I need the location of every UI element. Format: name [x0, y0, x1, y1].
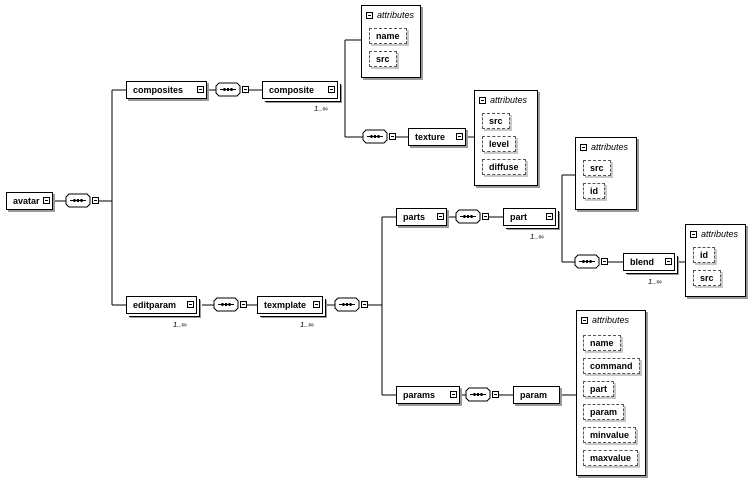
element-params-label: params [403, 390, 436, 400]
attribute-minvalue[interactable]: minvalue [583, 427, 637, 443]
cardinality-blend: 1..∞ [648, 277, 662, 286]
attribute-name[interactable]: name [583, 335, 621, 351]
sequence-compositor-parts[interactable] [455, 209, 489, 224]
expand-collapse-icon[interactable] [437, 213, 444, 220]
sequence-compositor-composite[interactable] [362, 129, 396, 144]
attribute-level[interactable]: level [482, 136, 517, 152]
expand-collapse-icon[interactable] [197, 86, 204, 93]
attribute-src[interactable]: src [482, 113, 510, 129]
sequence-compositor-part[interactable] [574, 254, 608, 269]
collapse-icon[interactable] [479, 97, 486, 104]
expand-collapse-icon[interactable] [546, 213, 553, 220]
expand-collapse-icon[interactable] [665, 258, 672, 265]
collapse-icon[interactable] [366, 12, 373, 19]
attribute-id[interactable]: id [693, 247, 715, 263]
expand-collapse-icon[interactable] [450, 391, 457, 398]
sequence-compositor-params[interactable] [465, 387, 499, 402]
expand-collapse-icon[interactable] [187, 301, 194, 308]
attributes-header-label: attributes [592, 315, 630, 325]
element-editparam[interactable]: editparam [126, 296, 197, 314]
cardinality-part: 1..∞ [530, 232, 544, 241]
sequence-compositor-editparam[interactable] [213, 297, 247, 312]
element-parts-label: parts [403, 212, 426, 222]
attribute-src[interactable]: src [369, 51, 397, 67]
attributes-header[interactable]: attributes [366, 10, 414, 20]
element-texmplate-label: texmplate [264, 300, 307, 310]
attribute-src[interactable]: src [693, 270, 721, 286]
element-composite[interactable]: composite [262, 81, 338, 99]
attributes-header-label: attributes [490, 95, 528, 105]
attributes-header[interactable]: attributes [581, 315, 629, 325]
attributes-param: attributes name command part param minva… [576, 310, 646, 476]
attributes-texture: attributes src level diffuse [474, 90, 538, 186]
collapse-icon[interactable] [581, 317, 588, 324]
cardinality-editparam: 1..∞ [173, 320, 187, 329]
expand-collapse-icon[interactable] [43, 197, 50, 204]
element-blend[interactable]: blend [623, 253, 675, 271]
attributes-header[interactable]: attributes [690, 229, 738, 239]
attributes-part: attributes src id [575, 137, 637, 210]
element-param-label: param [520, 390, 548, 400]
attribute-param[interactable]: param [583, 404, 625, 420]
cardinality-texmplate: 1..∞ [300, 320, 314, 329]
attribute-command[interactable]: command [583, 358, 640, 374]
collapse-icon[interactable] [690, 231, 697, 238]
element-editparam-label: editparam [133, 300, 177, 310]
element-parts[interactable]: parts [396, 208, 447, 226]
element-params[interactable]: params [396, 386, 460, 404]
attribute-maxvalue[interactable]: maxvalue [583, 450, 639, 466]
element-texture[interactable]: texture [408, 128, 466, 146]
attribute-name[interactable]: name [369, 28, 407, 44]
element-composites[interactable]: composites [126, 81, 207, 99]
element-texture-label: texture [415, 132, 446, 142]
attribute-src[interactable]: src [583, 160, 611, 176]
expand-collapse-icon[interactable] [313, 301, 320, 308]
attributes-composite: attributes name src [361, 5, 421, 78]
element-composites-label: composites [133, 85, 184, 95]
attributes-blend: attributes id src [685, 224, 746, 297]
attributes-header-label: attributes [701, 229, 739, 239]
element-param[interactable]: param [513, 386, 560, 404]
element-composite-label: composite [269, 85, 315, 95]
element-blend-label: blend [630, 257, 654, 267]
attributes-header-label: attributes [591, 142, 629, 152]
sequence-compositor-composites[interactable] [215, 82, 249, 97]
attributes-header[interactable]: attributes [580, 142, 628, 152]
element-avatar-label: avatar [13, 196, 40, 206]
element-avatar[interactable]: avatar [6, 192, 53, 210]
sequence-compositor-avatar[interactable] [65, 193, 99, 208]
attributes-header[interactable]: attributes [479, 95, 527, 105]
attributes-header-label: attributes [377, 10, 415, 20]
element-part[interactable]: part [503, 208, 556, 226]
attribute-id[interactable]: id [583, 183, 605, 199]
attribute-diffuse[interactable]: diffuse [482, 159, 526, 175]
attribute-part[interactable]: part [583, 381, 615, 397]
element-texmplate[interactable]: texmplate [257, 296, 323, 314]
cardinality-composite: 1..∞ [314, 104, 328, 113]
sequence-compositor-texmplate[interactable] [334, 297, 368, 312]
expand-collapse-icon[interactable] [456, 133, 463, 140]
expand-collapse-icon[interactable] [328, 86, 335, 93]
collapse-icon[interactable] [580, 144, 587, 151]
element-part-label: part [510, 212, 528, 222]
